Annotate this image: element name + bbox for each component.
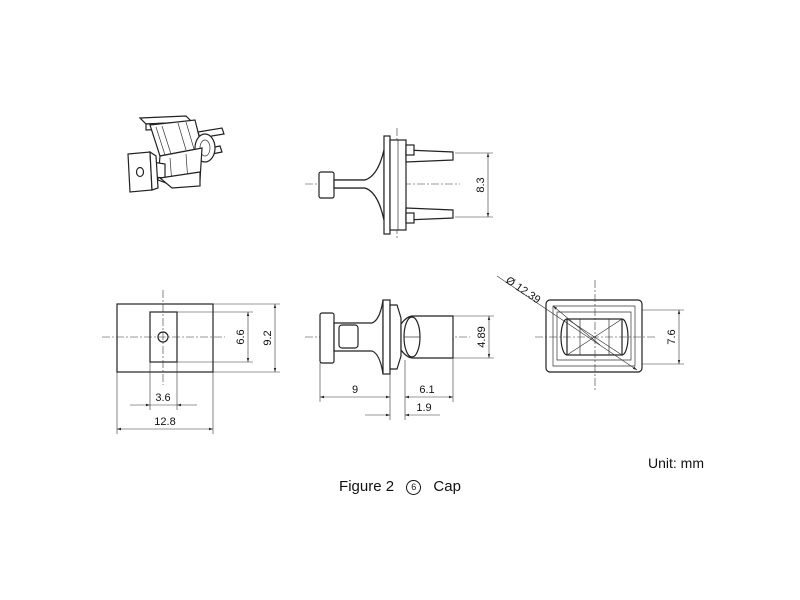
end-view: Ø 12.39 7.6 <box>496 275 684 392</box>
section-view: 4.89 9 6.1 1.9 <box>305 299 494 420</box>
figure-label: Figure 2 <box>339 478 395 495</box>
dim-front-inner-height: 6.6 <box>235 329 247 344</box>
dim-end-height: 7.6 <box>666 329 678 344</box>
figure-caption: Figure 2 6 Cap <box>0 478 800 495</box>
side-view: 8.3 <box>305 128 493 240</box>
dim-side-height: 8.3 <box>475 177 487 192</box>
isometric-view <box>127 115 225 193</box>
dim-gap: 1.9 <box>416 402 431 414</box>
part-name: Cap <box>433 478 461 495</box>
dim-plug-diameter: 4.89 <box>476 326 488 347</box>
dim-hole-width: 3.6 <box>155 392 170 404</box>
front-view: 6.6 9.2 3.6 12.8 <box>102 290 280 434</box>
unit-note: Unit: mm <box>648 455 704 471</box>
dim-end-diameter: Ø 12.39 <box>503 275 542 307</box>
dim-flange-to-head: 9 <box>352 384 358 396</box>
dim-front-outer-height: 9.2 <box>262 330 274 345</box>
item-number-badge: 6 <box>406 480 422 495</box>
dim-front-width: 12.8 <box>154 416 175 428</box>
dim-plug-length: 6.1 <box>419 384 434 396</box>
